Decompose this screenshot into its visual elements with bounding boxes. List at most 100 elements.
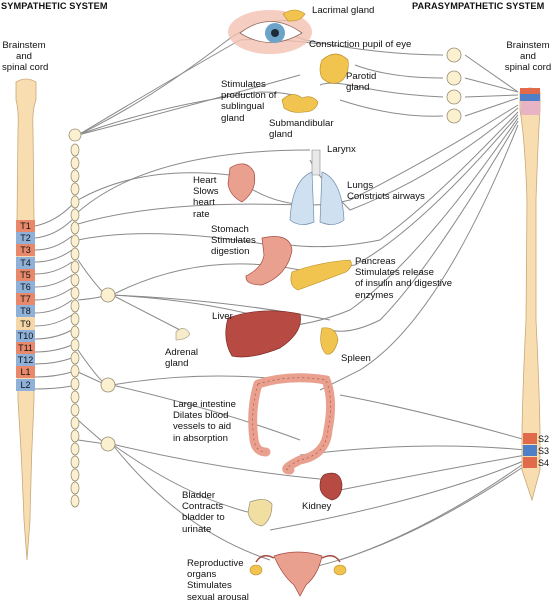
- sublingual-line-2: production of: [221, 90, 277, 102]
- sublingual-line-4: gland: [221, 112, 245, 124]
- sympathetic-chain: [68, 128, 82, 508]
- segment-t9: T9: [16, 317, 35, 330]
- lungs-label: Lungs Constricts airways: [347, 180, 425, 202]
- right-ovary-shape: [333, 564, 347, 576]
- left-cns-line-2: and: [15, 51, 32, 63]
- large-intestine-segments: [252, 377, 331, 471]
- bladder-line-3: bladder to: [182, 512, 225, 524]
- cranial-band-red: [520, 88, 540, 94]
- parotid-line-2: gland: [346, 82, 370, 94]
- stomach-line-2: Stimulates: [211, 235, 256, 247]
- adrenal-line-1: Adrenal: [165, 347, 199, 358]
- heart-line-4: rate: [193, 208, 210, 220]
- reproductive-line-3: Stimulates: [187, 580, 232, 592]
- pancreas-line-4: enzymes: [355, 289, 394, 301]
- segment-t4: T4: [16, 256, 35, 269]
- segment-t1: T1: [16, 220, 35, 232]
- intestine-line-3: vessels to aid: [173, 421, 232, 433]
- larynx-label: Larynx: [327, 144, 356, 155]
- liver-label: Liver: [212, 311, 233, 322]
- segment-t3: T3: [16, 244, 35, 257]
- segment-t11: T11: [16, 342, 35, 354]
- liver-shape: [225, 310, 301, 358]
- left-cns-label: Brainstem and spinal cord: [2, 40, 49, 74]
- sublingual-line-3: sublingual: [221, 101, 265, 113]
- adrenal-line-2: gland: [165, 358, 189, 370]
- bladder-line-4: urinate: [182, 523, 212, 535]
- pancreas-line-2: Stimulates release: [355, 267, 434, 279]
- reproductive-line-4: sexual arousal: [187, 591, 249, 603]
- right-lung-shape: [319, 171, 345, 225]
- reproductive-line-1: Reproductive: [187, 558, 244, 569]
- reproductive-line-2: organs: [187, 569, 217, 581]
- cranial-band-pink: [521, 101, 540, 115]
- segment-t5: T5: [16, 268, 35, 281]
- left-cns-line-3: spinal cord: [2, 62, 49, 74]
- lacrimal-gland-shape: [282, 9, 306, 22]
- reproductive-label: Reproductive organs Stimulates sexual ar…: [187, 558, 249, 603]
- collateral-ganglia: [100, 287, 116, 452]
- kidney-label: Kidney: [302, 501, 332, 512]
- pancreas-line-3: of insulin and digestive: [355, 278, 453, 290]
- eye-label: Constriction pupil of eye: [309, 39, 412, 50]
- segment-t10: T10: [16, 329, 35, 342]
- spleen-shape: [320, 327, 339, 355]
- adrenal-label: Adrenal gland: [165, 347, 198, 369]
- bladder-shape: [247, 499, 273, 527]
- sublingual-line-1: Stimulates: [221, 79, 266, 90]
- segment-t8: T8: [16, 305, 35, 318]
- stomach-line-3: digestion: [211, 246, 250, 258]
- intestine-line-2: Dilates blood: [173, 410, 229, 422]
- lacrimal-label: Lacrimal gland: [312, 5, 375, 16]
- parotid-line-1: Parotid: [346, 71, 377, 82]
- segment-s3: S3: [538, 446, 550, 456]
- bladder-line-2: Contracts: [182, 501, 224, 513]
- left-ovary-shape: [249, 564, 263, 576]
- spleen-label: Spleen: [341, 353, 371, 364]
- segment-l1: L1: [16, 366, 35, 379]
- segment-t12: T12: [16, 354, 35, 367]
- submandibular-line-1: Submandibular: [269, 118, 334, 129]
- parotid-gland-shape: [319, 53, 349, 84]
- heart-label: Heart Slows heart rate: [193, 175, 219, 220]
- stomach-label: Stomach Stimulates digestion: [211, 224, 256, 258]
- stomach-line-1: Stomach: [211, 224, 249, 235]
- large-intestine-shape: [248, 373, 336, 475]
- segment-t6: T6: [16, 281, 35, 293]
- segment-s2: S2: [538, 434, 550, 444]
- right-cns-line-3: spinal cord: [504, 62, 552, 74]
- submandibular-line-2: gland: [269, 129, 293, 141]
- lungs-line-2: Constricts airways: [347, 191, 425, 203]
- right-cns-line-1: Brainstem: [506, 40, 550, 51]
- pancreas-label: Pancreas Stimulates release of insulin a…: [355, 256, 452, 301]
- segment-t2: T2: [16, 232, 35, 245]
- right-cns-label: Brainstem and spinal cord: [504, 40, 552, 74]
- sublingual-label: Stimulates production of sublingual glan…: [221, 79, 276, 124]
- parasympathetic-header: PARASYMPATHETIC SYSTEM: [412, 1, 545, 11]
- adrenal-gland-shape: [175, 328, 191, 341]
- parotid-label: Parotid gland: [346, 71, 376, 93]
- segment-t7: T7: [16, 293, 35, 306]
- heart-shape: [227, 163, 256, 203]
- larynx-shape: [311, 149, 321, 176]
- right-cns-line-2: and: [519, 51, 536, 63]
- submandibular-label: Submandibular gland: [269, 118, 334, 140]
- bladder-line-1: Bladder: [182, 490, 216, 501]
- bladder-label: Bladder Contracts bladder to urinate: [182, 490, 225, 535]
- lungs-line-1: Lungs: [347, 180, 374, 191]
- kidney-shape: [319, 472, 343, 501]
- cranial-band-blue: [520, 94, 540, 101]
- left-cns-line-1: Brainstem: [2, 40, 46, 51]
- stomach-shape: [245, 236, 293, 286]
- pancreas-shape: [290, 259, 352, 291]
- left-lung-shape: [289, 171, 315, 225]
- parasympathetic-ganglia: [446, 47, 462, 124]
- heart-line-1: Heart: [193, 175, 217, 186]
- intestine-line-4: in absorption: [173, 432, 228, 444]
- sacral-band-s4: [523, 457, 537, 468]
- heart-line-3: heart: [193, 197, 215, 209]
- intestine-line-1: Large intestine: [173, 399, 236, 410]
- segment-s4: S4: [538, 458, 550, 468]
